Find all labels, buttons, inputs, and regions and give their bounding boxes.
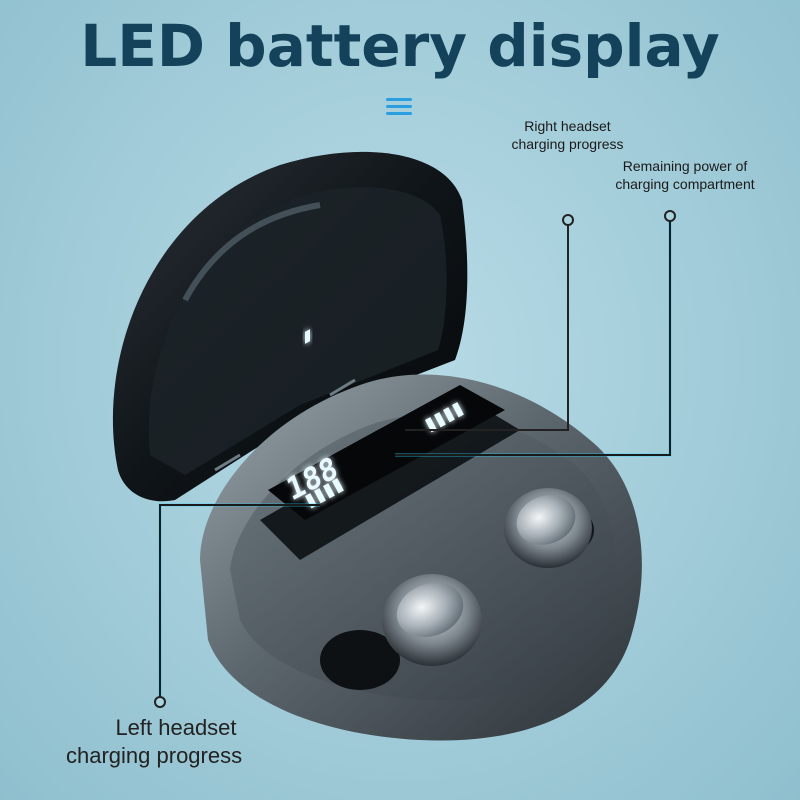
callout-left-headset: Left headset charging progress xyxy=(66,715,243,768)
right-battery-bar xyxy=(425,417,437,433)
left-battery-bar xyxy=(332,478,344,494)
left-battery-bar xyxy=(322,483,335,499)
callout-lines xyxy=(154,210,676,708)
callout-remaining-power: Remaining power of charging compartment xyxy=(615,158,755,192)
callout-right-headset: Right headset charging progress xyxy=(511,118,624,152)
case-lid xyxy=(112,151,468,502)
earbud-left xyxy=(382,574,482,666)
right-battery-bar xyxy=(443,407,455,423)
left-battery-bar xyxy=(313,488,326,504)
callout-line-right xyxy=(405,222,569,431)
earbud-right xyxy=(504,488,592,568)
led-display: 188 xyxy=(268,329,505,520)
right-battery-bar xyxy=(452,402,464,418)
menu-icon xyxy=(386,98,412,122)
right-battery-bar xyxy=(433,412,446,428)
page-title: LED battery display xyxy=(80,12,720,80)
